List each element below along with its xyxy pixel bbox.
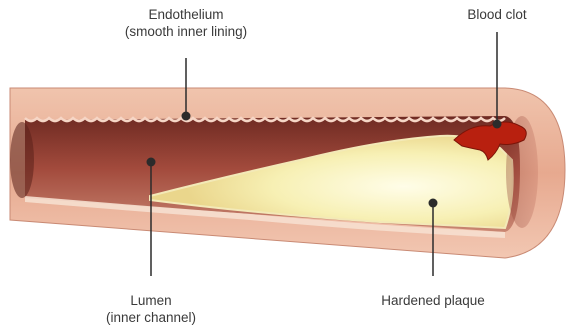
lumen-label: Lumen (inner channel) [71, 292, 231, 326]
vessel-left-end [10, 122, 34, 198]
blood-clot-label: Blood clot [437, 6, 557, 23]
lumen-subtitle: (inner channel) [71, 309, 231, 326]
plaque-title: Hardened plaque [353, 292, 513, 309]
plaque-label: Hardened plaque [353, 292, 513, 309]
endothelium-title: Endothelium [86, 6, 286, 23]
endothelium-subtitle: (smooth inner lining) [86, 23, 286, 40]
lumen-title: Lumen [71, 292, 231, 309]
blood-clot-title: Blood clot [437, 6, 557, 23]
endothelium-label: Endothelium (smooth inner lining) [86, 6, 286, 40]
